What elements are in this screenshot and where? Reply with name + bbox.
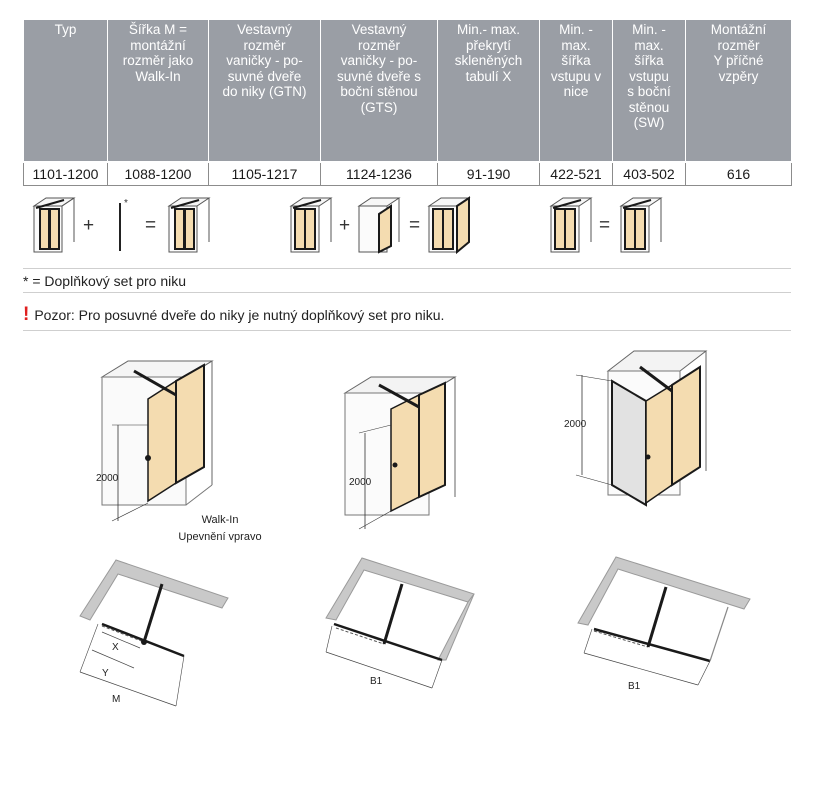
sliding-door-side-panel-icon [427,196,471,255]
corner-enclosure-icon [549,197,593,253]
table-row: 1101-1200 1088-1200 1105-1217 1124-1236 … [23,161,792,186]
height-dimension-label: 2000 [564,419,587,430]
warning-line: !Pozor: Pro posuvné dveře do niky je nut… [23,300,791,331]
table-cell: 422-521 [539,161,613,186]
table-cell: 403-502 [612,161,686,186]
height-dimension-label: 2000 [349,477,372,488]
niche-set-note: * = Doplňkový set pro niku [23,270,791,293]
niche-plan-drawing: B1 [325,557,475,689]
header-cell: Vestavný rozměr vaničky - po- suvné dveř… [320,20,438,162]
walk-in-enclosure-icon [32,197,76,253]
header-cell: Šířka M = montážní rozměr jako Walk-In [107,20,209,162]
walk-in-plan-drawing: X Y M [79,559,229,707]
table-cell: 1105-1217 [208,161,321,186]
niche-enclosure-icon [167,197,211,253]
plus-sign: + [339,215,351,236]
star-mark: * [124,198,128,209]
table-cell: 1101-1200 [23,161,108,186]
niche-profile-icon [119,203,121,251]
header-cell: Typ [23,20,108,162]
equals-sign: = [145,215,157,236]
table-header-row: Typ Šířka M = montážní rozměr jako Walk-… [23,20,792,162]
warning-icon: ! [23,304,30,325]
equals-sign: = [599,215,611,236]
header-cell: Min. - max. šířka vstupu v nice [539,20,613,162]
caption-line: Walk-In [201,514,239,526]
header-cell: Montážní rozměr Y příčné vzpěry [685,20,792,162]
plus-sign: + [83,215,95,236]
table-cell: 1088-1200 [107,161,209,186]
side-panel-icon [357,197,401,254]
table-cell: 91-190 [437,161,540,186]
header-cell: Min.- max. překrytí skleněných tabulí X [437,20,540,162]
corner-enclosure-result-icon [619,197,663,253]
equals-sign: = [409,215,421,236]
caption-line: Upevnění vpravo [178,531,262,543]
header-cell: Min. - max. šířka vstupu s boční stěnou … [612,20,686,162]
table-cell: 1124-1236 [320,161,438,186]
x-dimension-label: X [112,642,119,653]
corner-perspective-drawing: 2000 [564,350,708,507]
walk-in-perspective-drawing: 2000 [96,360,214,522]
height-dimension-label: 2000 [96,473,119,484]
sliding-door-icon [289,197,333,253]
corner-plan-drawing: B1 [577,556,751,692]
table-cell: 616 [685,161,792,186]
y-dimension-label: Y [102,668,109,679]
combination-row: + * = + = = [23,188,791,269]
warning-text: Pozor: Pro posuvné dveře do niky je nutn… [34,307,445,323]
b1-dimension-label: B1 [628,681,641,692]
m-dimension-label: M [112,694,120,705]
walk-in-caption: Walk-In Upevnění vpravo [165,512,275,546]
spec-table: Typ Šířka M = montážní rozměr jako Walk-… [23,20,792,186]
niche-perspective-drawing: 2000 [343,376,457,530]
header-cell: Vestavný rozměr vaničky - po- suvné dveř… [208,20,321,162]
b1-dimension-label: B1 [370,676,383,687]
